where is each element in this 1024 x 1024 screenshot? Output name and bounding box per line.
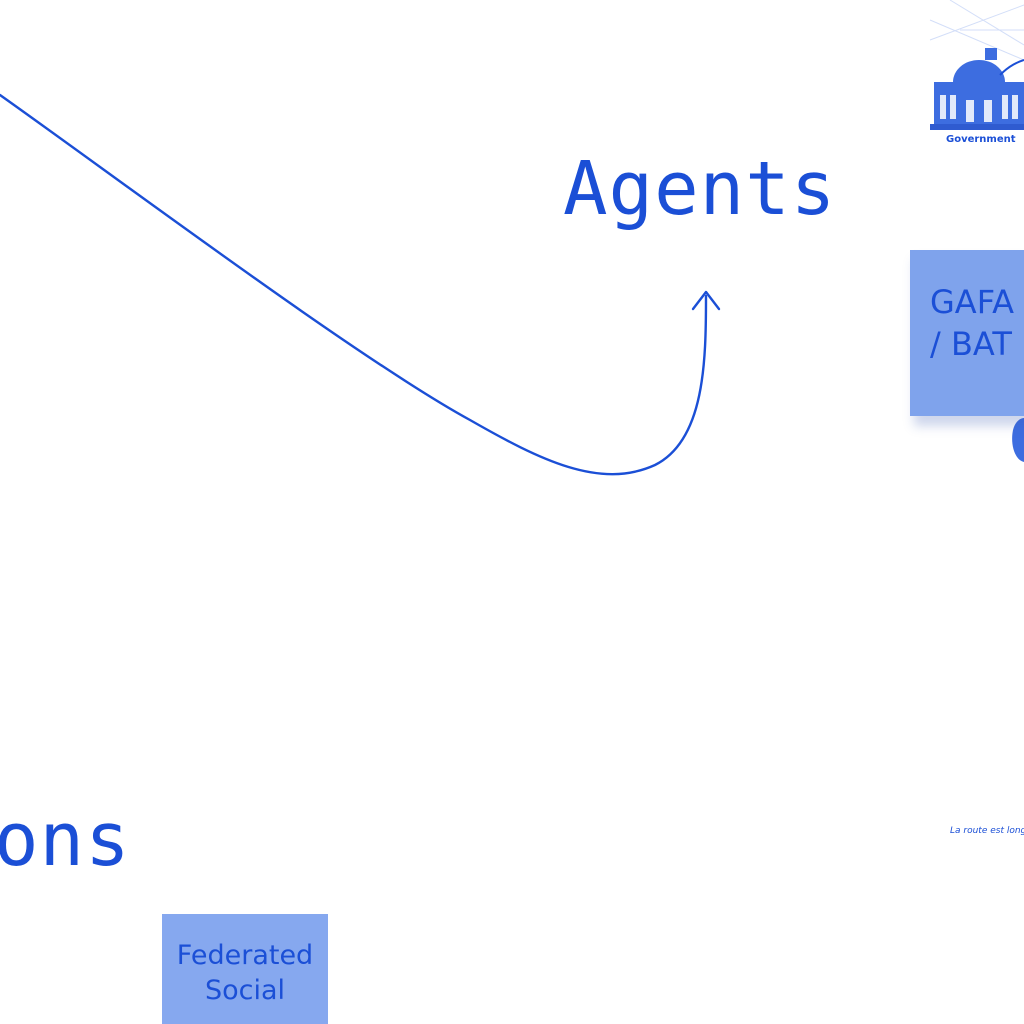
footnote-text: La route est long <box>950 826 1024 836</box>
ons-label: ons <box>0 797 131 883</box>
sticky-line-1: GAFA <box>930 283 1015 321</box>
sticky-note-text: Federated Social <box>162 938 328 1008</box>
arrowhead-icon <box>691 290 721 311</box>
sticky-note-gafa[interactable]: GAFA / BAT <box>910 250 1024 416</box>
agents-label: Agents <box>563 146 837 232</box>
sticky-line-2: Social <box>204 975 286 1007</box>
sticky-line-1: Federated <box>176 940 314 971</box>
sticky-note-text: GAFA / BAT <box>930 282 1014 365</box>
sticky-line-2: / BAT <box>930 324 1012 363</box>
sticky-note-federated-social[interactable]: Federated Social <box>162 914 328 1024</box>
government-caption: Government <box>946 134 1016 145</box>
